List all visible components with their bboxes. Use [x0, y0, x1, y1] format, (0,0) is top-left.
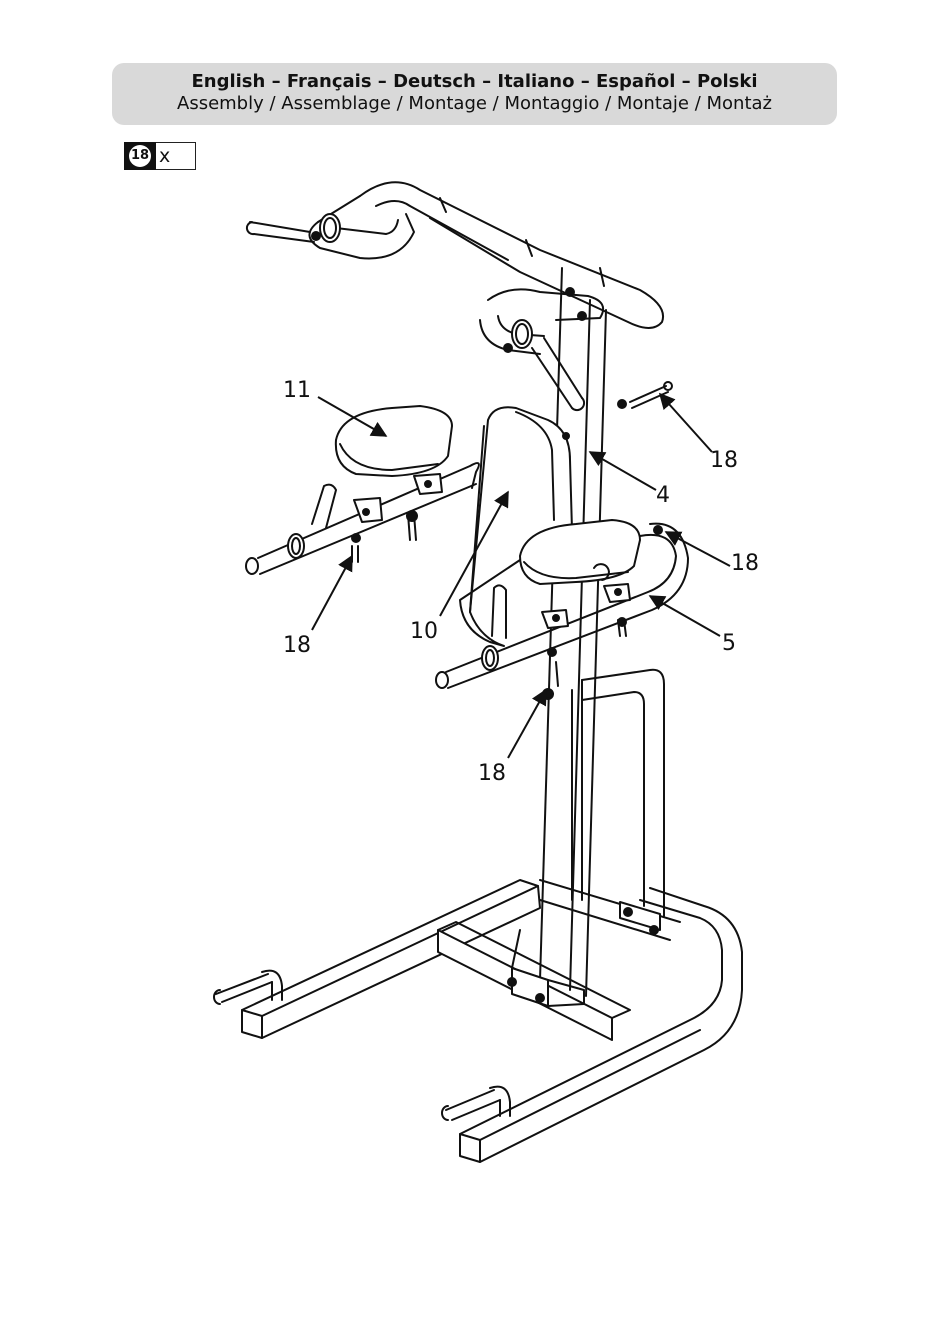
- callout-5: 5: [722, 631, 736, 656]
- left-arm-rest-part-11: [246, 406, 479, 574]
- base-frame: [214, 670, 742, 1162]
- callout-18-left: 18: [283, 633, 311, 658]
- leader-18-top-bolt: [660, 394, 712, 452]
- callout-18-right: 18: [731, 551, 759, 576]
- leader-18-lower-bolt: [508, 690, 546, 758]
- pull-up-bar: [247, 182, 663, 410]
- leader-4: [590, 452, 656, 490]
- right-arm-rest-part-5: [436, 520, 688, 688]
- leader-18-left-bolt: [312, 556, 352, 630]
- callout-18-lower: 18: [478, 761, 506, 786]
- callout-18-top: 18: [710, 448, 738, 473]
- callout-4: 4: [656, 483, 670, 508]
- callout-11: 11: [283, 378, 311, 403]
- leader-5: [650, 596, 720, 636]
- callout-10: 10: [410, 619, 438, 644]
